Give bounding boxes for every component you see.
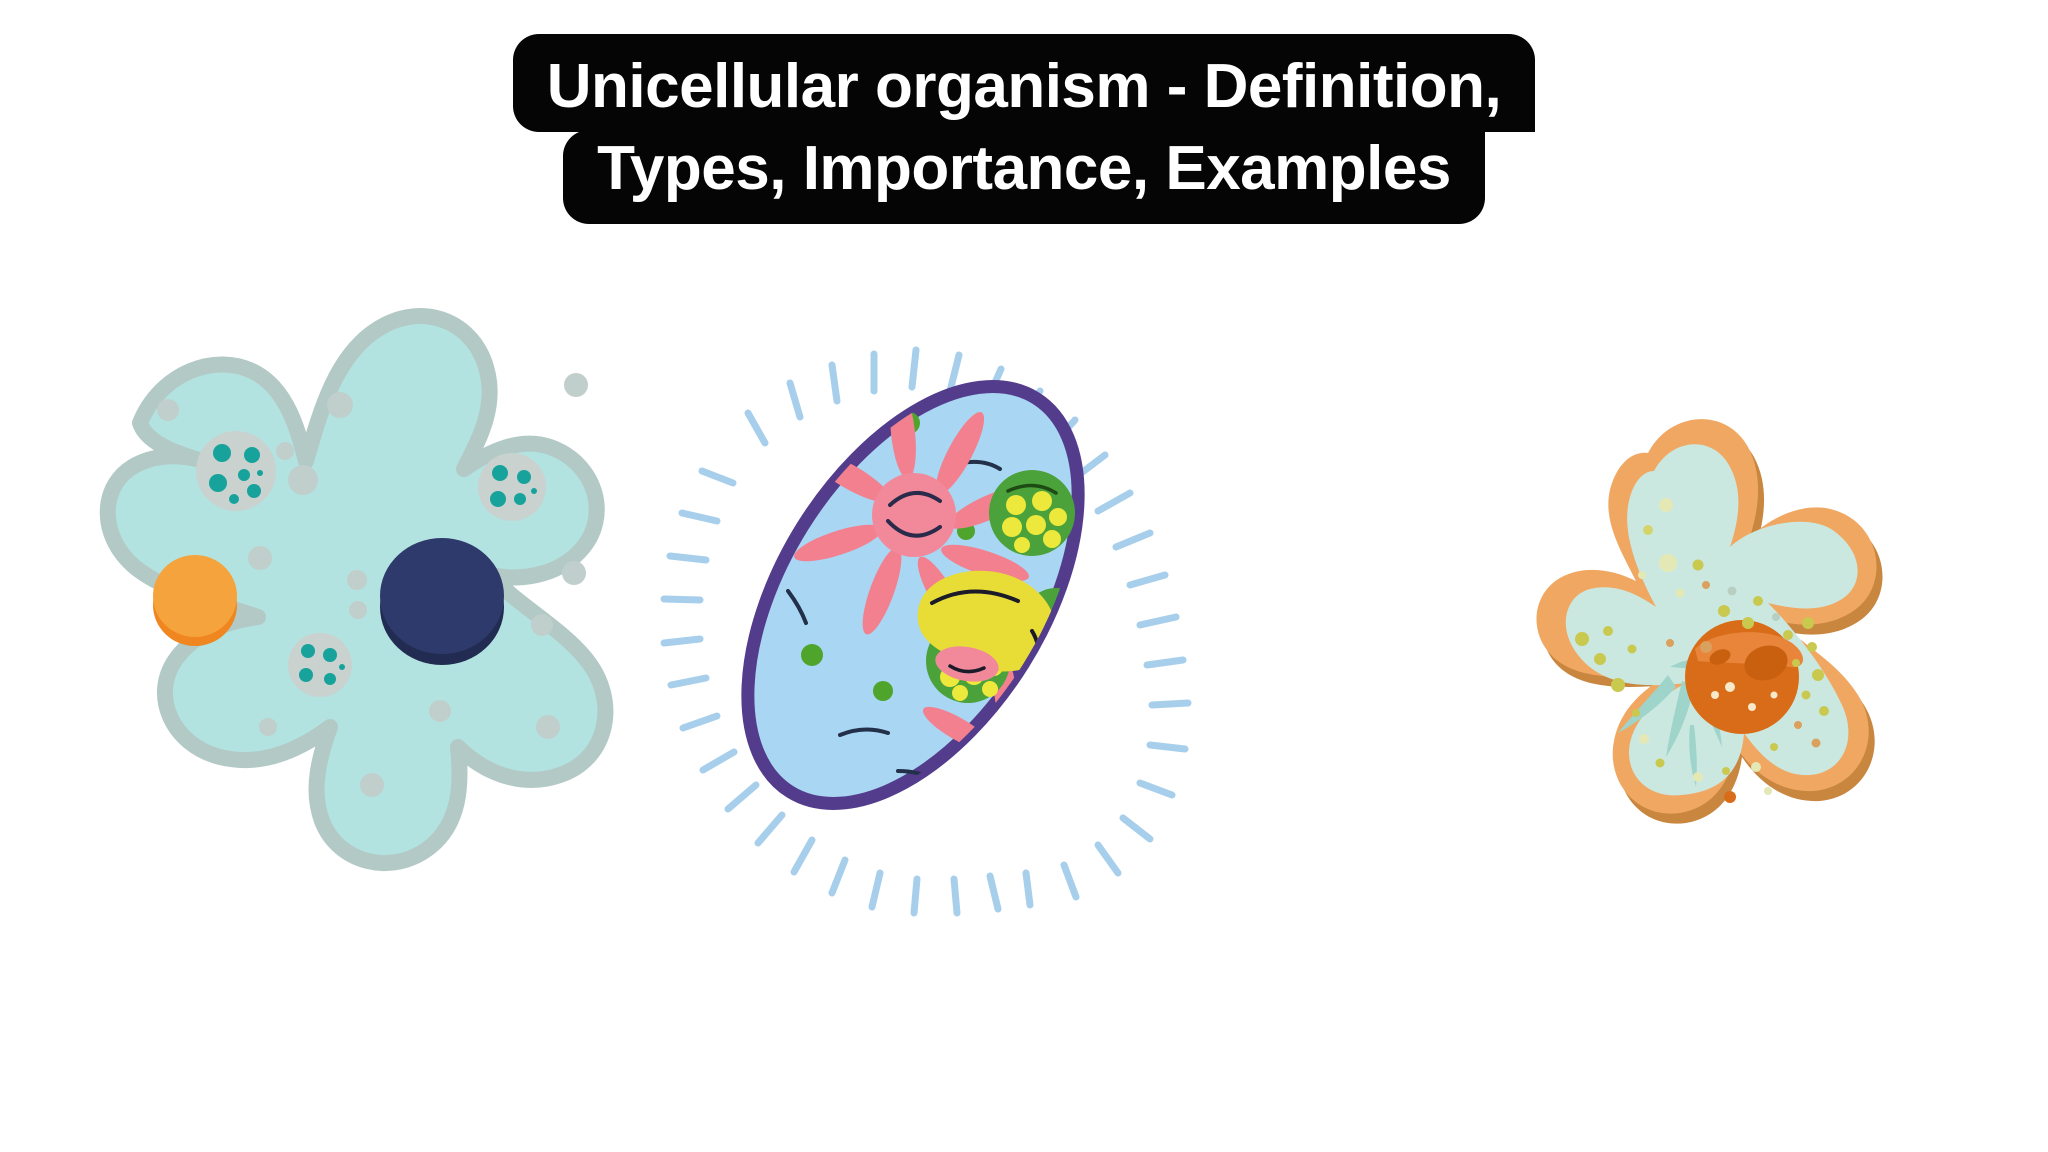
organism-amoeba-orange [1520,395,1920,824]
amoeba-orange-nucleus [1685,620,1804,734]
amoeba-orange-cytoplasm-granules [1575,498,1829,803]
paramecium-membrane [741,380,1085,810]
amoeba-blue-contractile-vacuole [153,555,237,637]
paramecium-food-vacuole-1 [989,470,1075,556]
amoeba-blue-food-vacuole-3 [288,633,352,697]
amoeba-blue-nucleus [380,538,504,654]
amoeba-blue-food-vacuole-2 [478,453,546,521]
amoeba-blue-cytoplasm-granules [157,373,588,797]
organism-paramecium [660,325,1200,917]
organism-amoeba-blue [20,255,680,875]
paramecium-micronucleus [935,646,999,682]
paramecium-food-vacuole-4 [943,792,1017,861]
amoeba-blue-food-vacuole-1 [196,431,276,511]
